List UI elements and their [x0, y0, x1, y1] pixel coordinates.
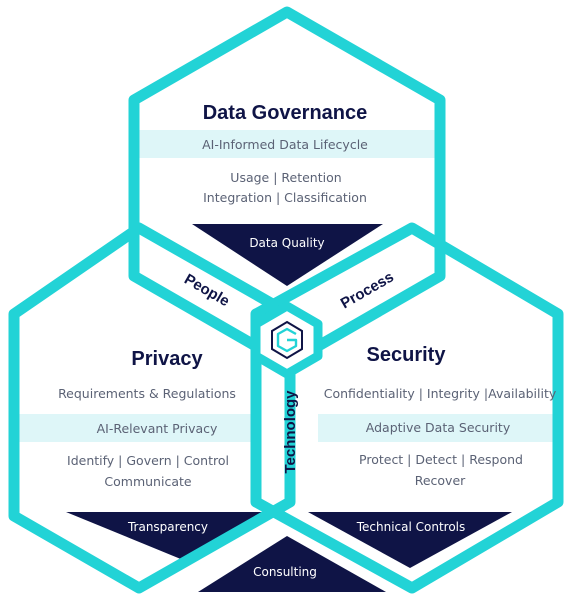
technical-controls-triangle	[308, 512, 512, 568]
transparency-label: Transparency	[127, 520, 208, 534]
transparency-triangle	[66, 512, 268, 562]
security-band-text: Adaptive Data Security	[366, 420, 511, 435]
privacy-line-1: Requirements & Regulations	[58, 386, 236, 401]
security-line-2: Protect | Detect | Respond	[359, 452, 523, 467]
security-hexagon	[250, 222, 564, 594]
privacy-band-text: AI-Relevant Privacy	[97, 421, 218, 436]
hexagon-logo-icon	[251, 301, 323, 379]
data-quality-label: Data Quality	[249, 236, 324, 250]
privacy-title: Privacy	[131, 348, 203, 370]
data-governance-band-bg	[134, 130, 440, 158]
consulting-label: Consulting	[253, 565, 317, 579]
security-title: Security	[367, 344, 447, 366]
privacy-line-2: Identify | Govern | Control	[67, 453, 229, 468]
data-quality-triangle	[192, 224, 383, 286]
consulting-triangle	[198, 536, 386, 592]
data-governance-title: Data Governance	[203, 102, 368, 124]
security-line-3: Recover	[415, 473, 466, 488]
data-governance-band-text: AI-Informed Data Lifecycle	[202, 137, 368, 152]
data-governance-line-1: Usage | Retention	[230, 170, 341, 185]
security-line-1: Confidentiality | Integrity |Availabilit…	[324, 386, 557, 401]
data-governance-line-2: Integration | Classification	[203, 190, 367, 205]
security-band-bg	[318, 414, 558, 442]
technology-label: Technology	[282, 390, 299, 474]
privacy-line-3: Communicate	[104, 474, 191, 489]
privacy-band-bg	[14, 414, 260, 442]
technical-controls-label: Technical Controls	[356, 520, 466, 534]
